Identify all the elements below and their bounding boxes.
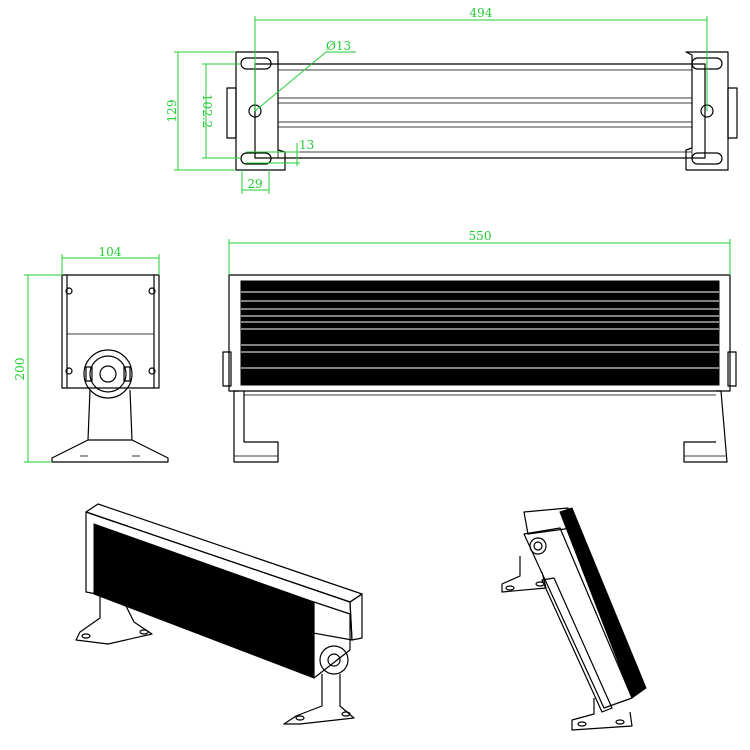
iso-right-lens [559,507,647,699]
iso-right-knuckle [529,537,547,555]
side-view-knuckle [83,349,133,399]
iso-left-lens [93,523,315,679]
top-view-body [254,63,706,159]
dim-bracket-width: 29 [241,170,270,194]
dim-end-width: 104 [61,245,160,275]
front-view-right-leg [683,390,728,463]
front-view: 550 [222,229,737,463]
side-view-housing [61,274,160,389]
dim-hole-diameter: Ø13 [254,39,356,112]
side-view-stand [51,389,169,463]
iso-left-knuckle [319,645,349,675]
top-view: 494 Ø13 129 102.2 13 2 [165,6,738,194]
dim-overall-height: 200 [13,274,62,463]
top-view-right-tab [727,87,738,139]
side-view: 104 200 [13,245,169,463]
dim-overall-length-label: 550 [469,229,492,243]
iso-view-right [501,507,647,731]
dim-end-width-label: 104 [99,245,122,259]
dim-bracket-width-label: 29 [247,177,262,191]
top-view-left-tab [226,87,237,139]
dim-top-outer-height-label: 129 [165,100,179,123]
dim-top-inner-height: 102.2 [200,63,241,159]
dim-top-inner-height-label: 102.2 [200,94,214,128]
front-view-lens [240,280,720,386]
dim-top-outer-height: 129 [165,51,236,171]
dim-top-length-label: 494 [470,6,493,20]
dim-overall-height-label: 200 [13,358,27,381]
top-view-slot [691,152,723,165]
iso-view-left [75,503,363,725]
dim-overall-length: 550 [228,229,731,275]
dim-slot-offset-label: 13 [299,138,314,152]
front-view-body [228,274,731,392]
front-view-left-leg [233,390,279,463]
dim-top-length: 494 [254,6,708,111]
dim-slot-offset: 13 [246,138,314,166]
dim-hole-diameter-label: Ø13 [326,39,351,53]
